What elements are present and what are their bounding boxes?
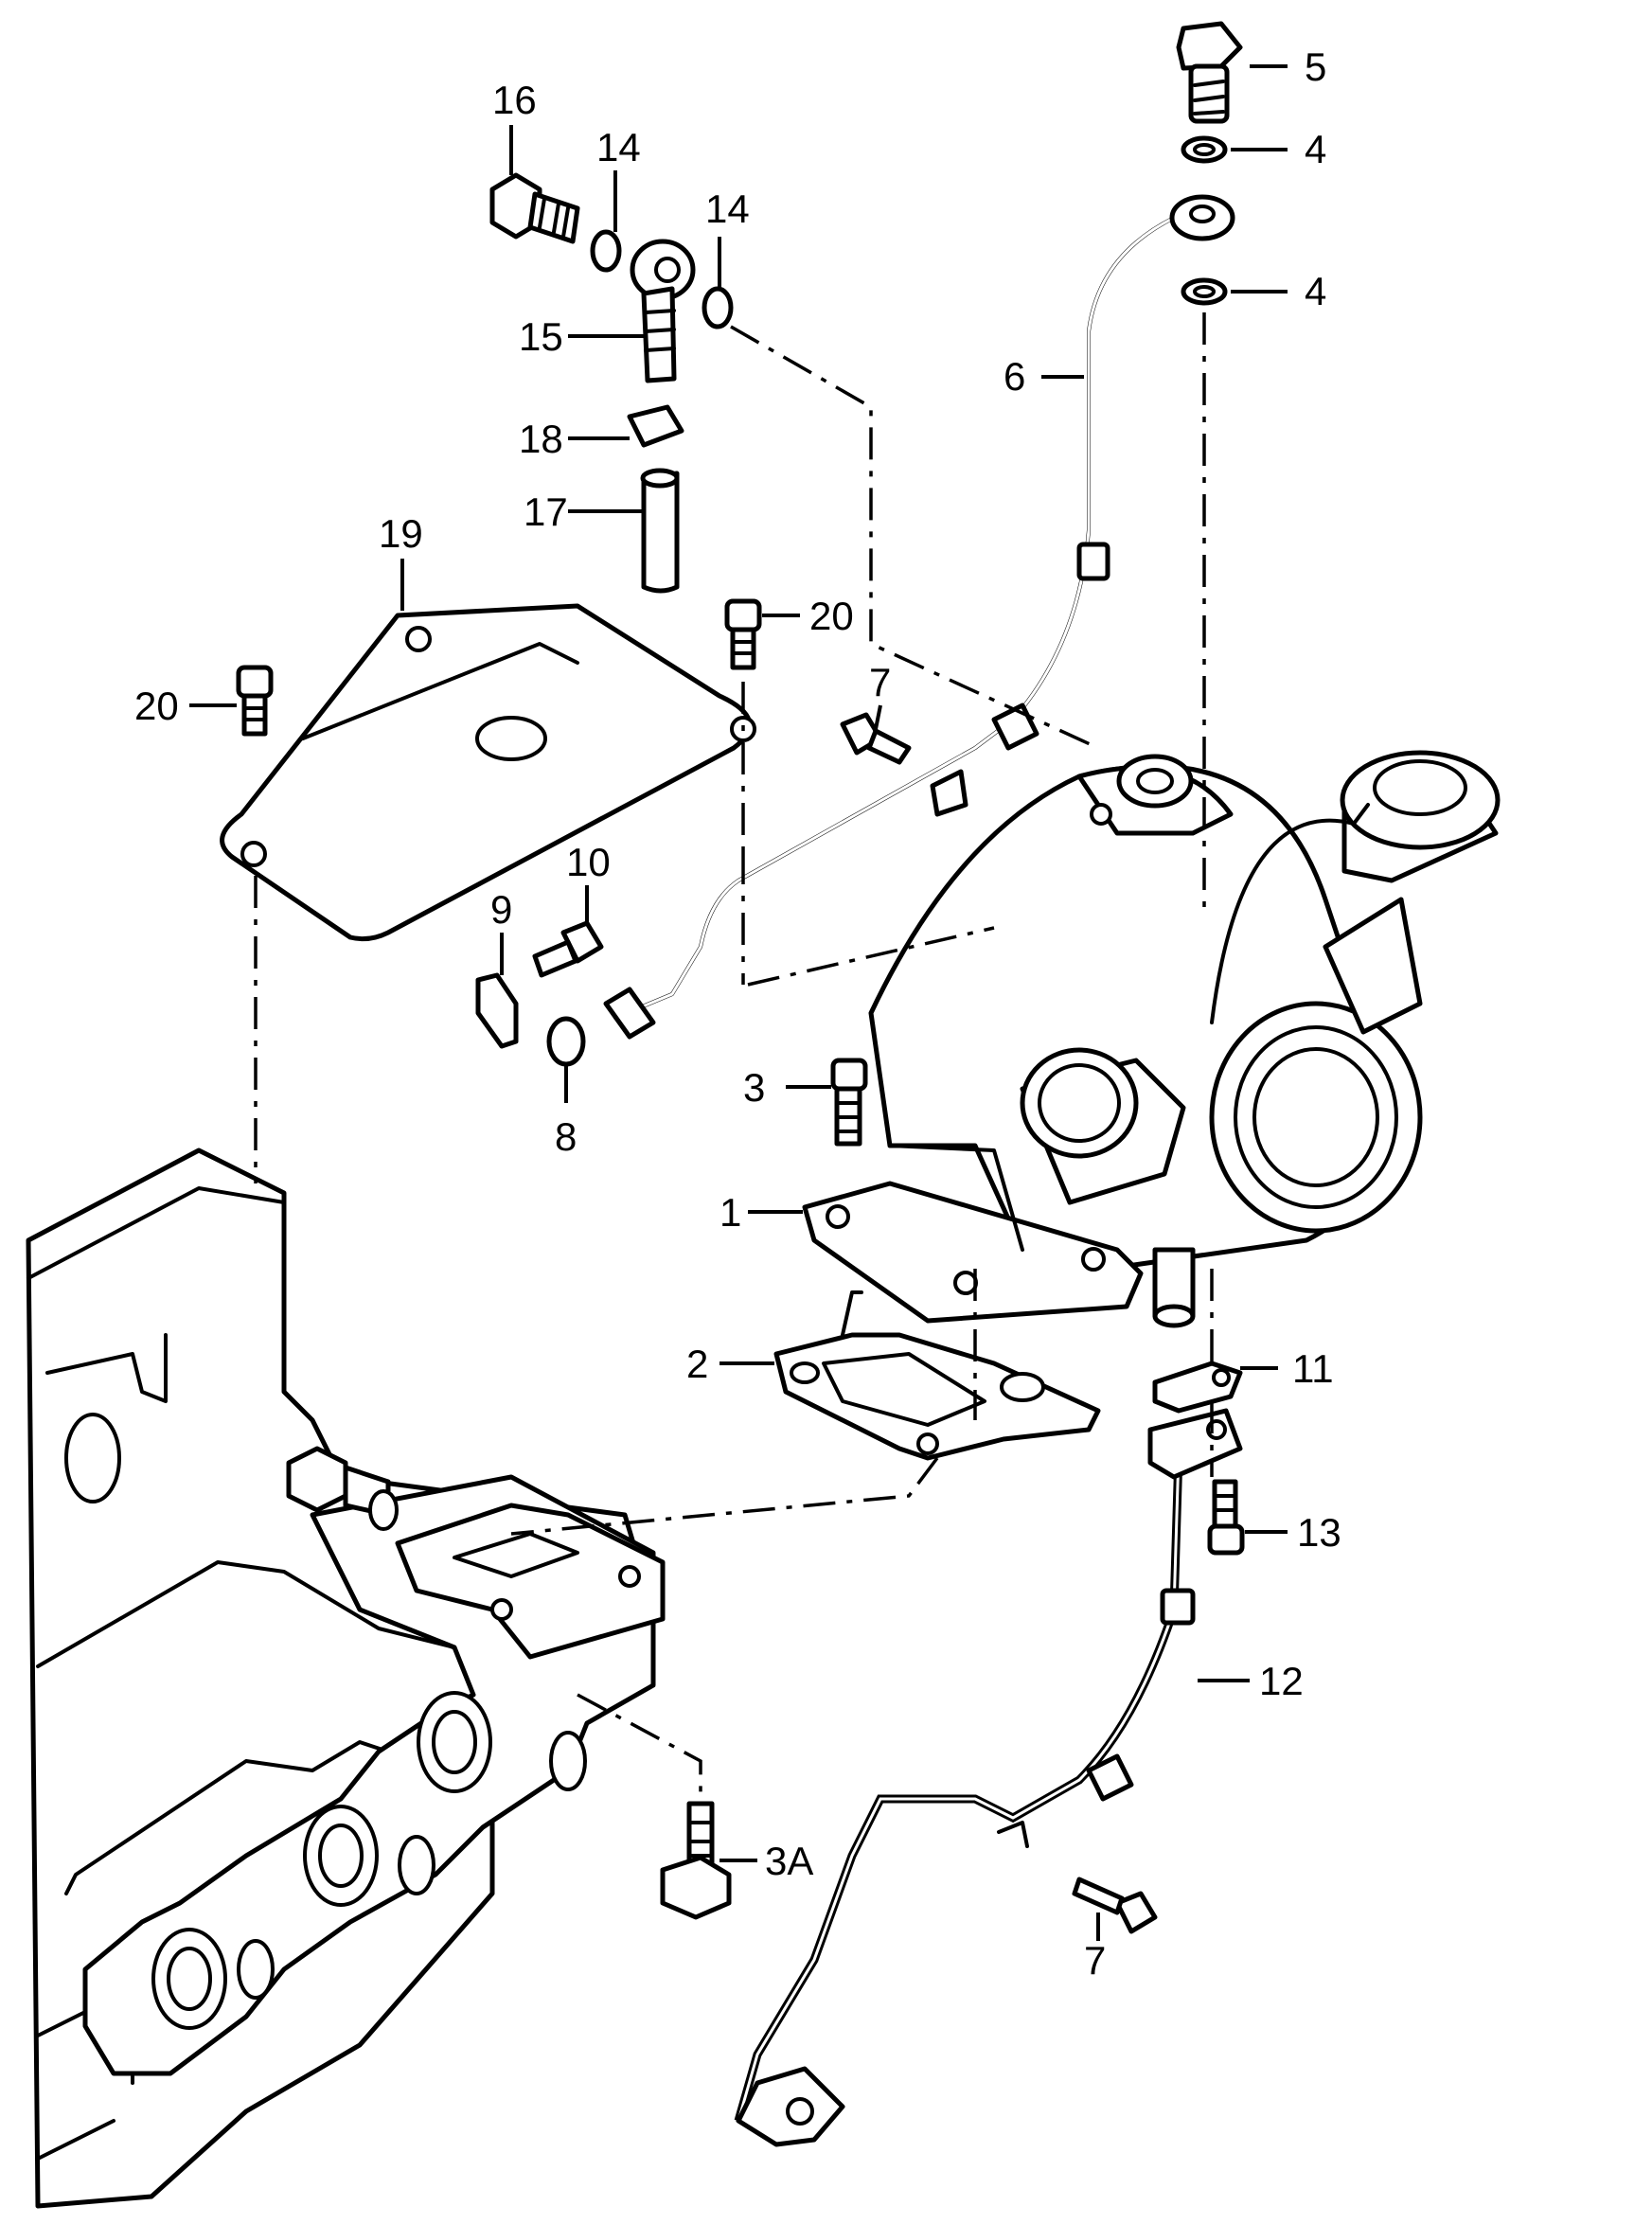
hose-clip bbox=[627, 404, 684, 448]
callout-18: 18 bbox=[519, 417, 563, 461]
union-nipple bbox=[630, 239, 696, 383]
callout-labels: 5 4 4 6 16 14 14 15 18 17 19 20 20 7 10 … bbox=[134, 44, 1341, 1983]
callout-10: 10 bbox=[566, 840, 611, 884]
leader-lines bbox=[189, 64, 1288, 1941]
banjo-bolt bbox=[1176, 21, 1243, 124]
oil-return-gasket bbox=[1152, 1361, 1243, 1414]
callout-4b: 4 bbox=[1305, 269, 1326, 313]
callout-8: 8 bbox=[555, 1114, 577, 1159]
block-bore bbox=[64, 1413, 121, 1503]
hose bbox=[641, 471, 680, 594]
manifold-stud-nut bbox=[660, 1801, 732, 1920]
clip-bolt bbox=[532, 920, 604, 978]
callout-11: 11 bbox=[1292, 1346, 1334, 1391]
callout-3: 3 bbox=[743, 1065, 765, 1110]
callout-5: 5 bbox=[1305, 44, 1326, 89]
pipe-bolt bbox=[840, 712, 912, 765]
callout-2: 2 bbox=[686, 1342, 708, 1386]
callout-6: 6 bbox=[1004, 354, 1025, 399]
callout-3a: 3A bbox=[765, 1839, 813, 1883]
callout-1: 1 bbox=[719, 1190, 741, 1235]
flange-bolt bbox=[830, 1058, 868, 1147]
callout-13: 13 bbox=[1297, 1510, 1341, 1555]
callout-9: 9 bbox=[490, 887, 512, 932]
seal-ring bbox=[702, 286, 734, 329]
callout-15: 15 bbox=[519, 314, 563, 359]
callout-7b: 7 bbox=[1084, 1938, 1106, 1983]
oil-return-pipe bbox=[734, 1408, 1243, 2147]
callout-12: 12 bbox=[1259, 1659, 1304, 1703]
flange-bolt-13 bbox=[1207, 1479, 1245, 1556]
retaining-clip bbox=[475, 972, 519, 1049]
callout-14b: 14 bbox=[705, 187, 750, 231]
seal-ring bbox=[590, 229, 622, 273]
sealing-ring bbox=[546, 1016, 586, 1067]
heat-shield-bolt bbox=[236, 665, 274, 737]
pipe-bolt bbox=[1072, 1877, 1158, 1934]
turbo-gasket bbox=[773, 1290, 1101, 1461]
turbocharger bbox=[802, 750, 1501, 1328]
callout-19: 19 bbox=[379, 511, 423, 556]
exhaust-manifold bbox=[82, 1446, 666, 2076]
oil-supply-pipe bbox=[603, 194, 1235, 1040]
callout-14a: 14 bbox=[596, 125, 641, 169]
heat-shield bbox=[220, 603, 756, 942]
callout-16: 16 bbox=[492, 78, 537, 122]
callout-17: 17 bbox=[524, 489, 568, 534]
callout-7a: 7 bbox=[869, 660, 891, 704]
hollow-bolt bbox=[489, 172, 580, 244]
callout-4a: 4 bbox=[1305, 127, 1326, 171]
callout-20a: 20 bbox=[809, 594, 854, 638]
heat-shield-bolt bbox=[724, 598, 762, 670]
assembly-lines bbox=[254, 312, 1214, 1799]
callout-20b: 20 bbox=[134, 684, 179, 728]
